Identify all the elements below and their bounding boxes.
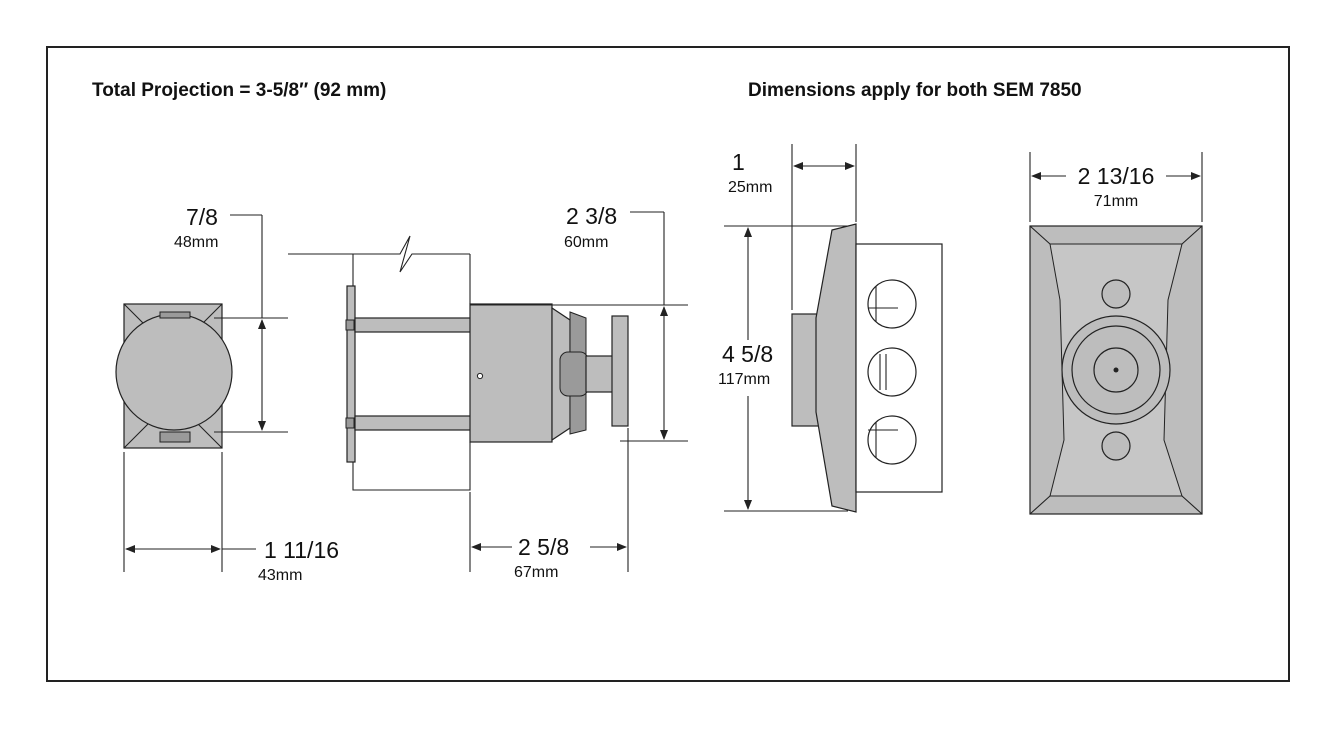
top-screw [1101,279,1131,309]
dim-front-height: 7/8 48mm [174,204,288,433]
dim-plate-height: 4 5/8 117mm [718,225,848,512]
plate-profile [815,223,857,513]
dim-plate-depth-mm: 25mm [728,179,772,196]
dim-plate-width-inch: 2 13/16 [1078,163,1155,189]
armature-disc [115,313,233,431]
dim-side-height: 2 3/8 60mm [470,203,688,442]
armature-edge [611,315,629,427]
dim-front-height-inch: 7/8 [186,204,218,230]
dim-plate-height-mm: 117mm [718,371,770,388]
side-view-unit [288,235,629,491]
dim-front-width-mm: 43mm [258,567,302,584]
dim-side-projection-mm: 67mm [514,564,558,581]
dim-side-height-mm: 60mm [564,234,608,251]
drawing-frame [46,46,1290,682]
header-dimensions-apply: Dimensions apply for both SEM 7850 [748,80,1082,101]
front-view-armature [115,303,233,449]
dim-side-projection: 2 5/8 67mm [469,428,629,581]
bottom-screw [1101,431,1131,461]
plate-front-view [1029,225,1203,515]
magnet-housing [469,303,553,443]
dim-front-height-mm: 48mm [174,234,218,251]
dim-plate-depth-inch: 1 [732,149,745,175]
dim-front-width: 1 11/16 43mm [123,452,339,584]
dim-front-width-inch: 1 11/16 [264,537,339,563]
dim-side-height-inch: 2 3/8 [566,203,617,229]
dim-plate-height-inch: 4 5/8 [722,341,773,367]
dim-side-projection-inch: 2 5/8 [518,534,569,560]
plate-side-view [791,223,943,513]
header-total-projection: Total Projection = 3-5/8″ (92 mm) [92,80,386,101]
dim-plate-width-mm: 71mm [1094,193,1138,210]
dim-plate-depth: 1 25mm [728,144,857,310]
dim-plate-width: 2 13/16 71mm [1029,152,1203,222]
